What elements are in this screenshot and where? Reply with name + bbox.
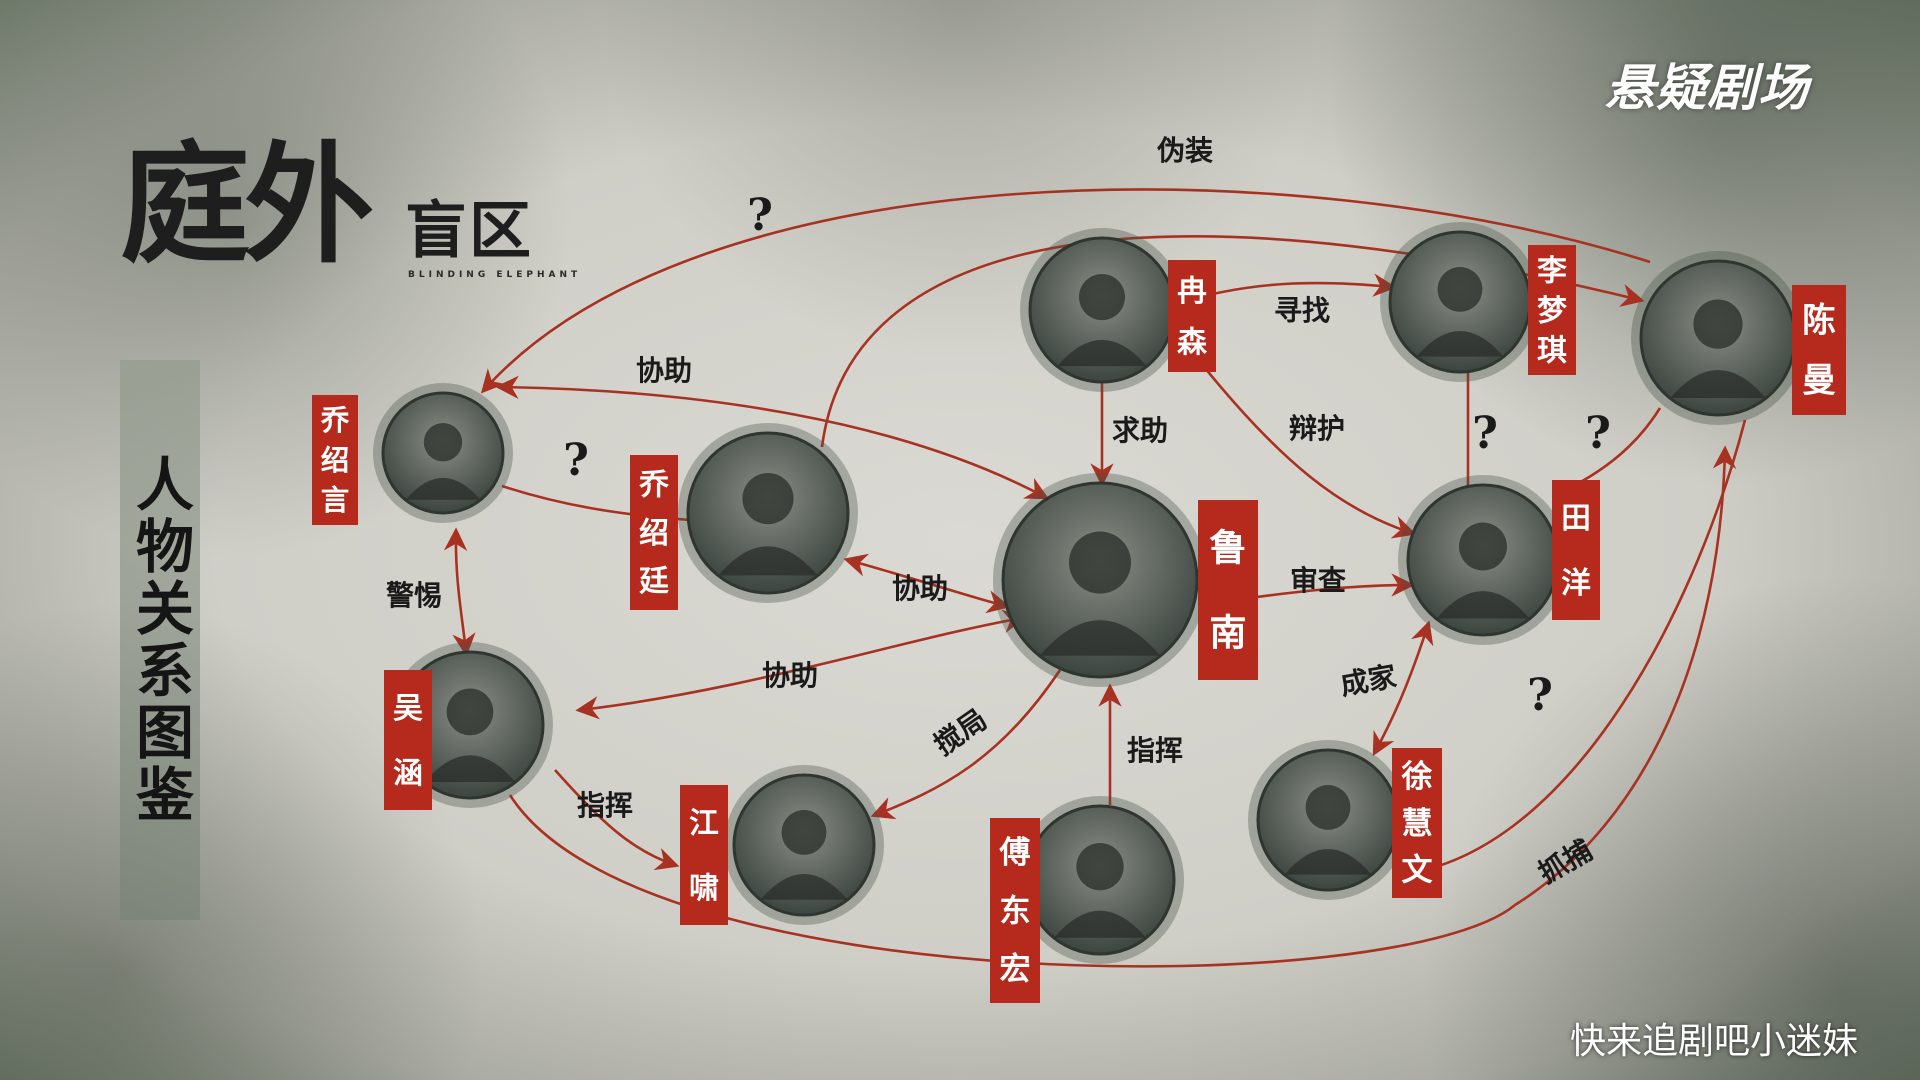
name-tag-text-jiang_xiao: 江啸	[689, 806, 719, 906]
portrait-head-shape	[1437, 267, 1483, 312]
relation-label-qiao_shaoyan-wu_han: 警惕	[386, 579, 442, 612]
name-tag-xu_huiwen	[1392, 748, 1442, 898]
character-node-qiao_shaoyan: 乔绍言	[312, 383, 513, 525]
name-tag-chen_man	[1792, 285, 1846, 415]
portrait-head-shape	[1078, 274, 1126, 321]
portrait-shoulders-shape	[760, 874, 848, 900]
character-node-tian_yang: 田洋	[1398, 475, 1600, 645]
character-node-fu_donghong: 傅东宏	[990, 796, 1184, 1003]
drama-title: 庭外	[120, 128, 374, 281]
drama-subtitle: 盲区	[405, 194, 534, 267]
name-tag-text-lu_nan: 鲁南	[1209, 526, 1246, 655]
portrait-shoulders-shape	[1416, 331, 1504, 357]
relation-label-ran_sen-tian_yang: 辩护	[1289, 412, 1345, 445]
relation-label-qiao_shaoyan-lu_nan: 协助	[636, 354, 692, 387]
portrait-head-shape	[1305, 785, 1351, 830]
character-node-xu_huiwen: 徐慧文	[1248, 740, 1442, 900]
relation-edge-ran_sen-tian_yang	[1203, 367, 1417, 539]
portrait-head-shape	[423, 423, 463, 462]
name-tag-qiao_shaoyan	[312, 395, 358, 525]
portrait-head-shape	[1693, 299, 1743, 349]
name-tag-tian_yang	[1552, 480, 1600, 620]
portrait-shoulders-shape	[718, 546, 818, 576]
portrait-shoulders-shape	[1284, 849, 1372, 875]
relation-label-tian_yang-chen_man: ?	[1585, 408, 1611, 459]
relation-label-qiao_shaoyan-qiao_shaoting: ?	[563, 435, 589, 486]
portrait-head-shape	[1459, 522, 1507, 571]
name-tag-text-fu_donghong: 傅东宏	[999, 835, 1031, 988]
relation-edge-chen_man-qiao_shaoyan	[480, 188, 1651, 394]
character-node-chen_man: 陈曼	[1631, 251, 1846, 425]
relation-edge-lu_nan-jiang_xiao	[870, 669, 1062, 820]
relation-edge-tian_yang-xu_huiwen	[1372, 620, 1434, 757]
relation-label-fu_donghong-lu_nan: 指挥	[1127, 734, 1183, 767]
name-tag-li_mengqi	[1528, 245, 1576, 375]
character-node-ran_sen: 冉森	[1020, 228, 1216, 392]
relation-label-lu_nan-jiang_xiao: 搅局	[928, 703, 993, 762]
relation-label-chen_man-qiao_shaoyan: ?	[747, 190, 773, 241]
portrait-shoulders-shape	[1039, 620, 1161, 656]
relation-label-wu_han-jiang_xiao: 指挥	[577, 789, 633, 822]
relation-label-ran_sen-lu_nan: 求助	[1112, 414, 1168, 447]
name-tag-jiang_xiao	[680, 785, 728, 925]
relation-label-lu_nan-tian_yang: 审查	[1290, 564, 1346, 597]
drama-english-title: BLINDING ELEPHANT	[408, 270, 582, 280]
relation-edge-qiao_shaoyan-wu_han	[443, 527, 476, 657]
portrait-head-shape	[446, 688, 494, 736]
portrait-head-shape	[1076, 843, 1124, 891]
watermark-text: 快来追剧吧小迷妹	[1570, 1021, 1859, 1062]
name-tag-ran_sen	[1168, 260, 1216, 372]
name-tag-text-chen_man: 陈曼	[1802, 301, 1836, 400]
character-node-qiao_shaoting: 乔绍廷	[630, 423, 858, 610]
name-tag-fu_donghong	[990, 818, 1040, 1003]
portrait-shoulders-shape	[1670, 369, 1766, 399]
character-node-li_mengqi: 李梦琪	[1380, 222, 1576, 382]
relation-edge-wu_han-jiang_xiao	[554, 769, 680, 871]
portrait-head-shape	[1068, 531, 1132, 594]
name-tag-qiao_shaoting	[630, 455, 678, 610]
section-title-text: 人物关系图鉴	[126, 454, 194, 826]
relation-label-tian_yang-xu_huiwen: 成家	[1338, 660, 1399, 702]
relation-label-wu_han-chen_man: 抓捕	[1533, 833, 1598, 890]
relation-edge-qiao_shaoyan-lu_nan	[495, 375, 1050, 500]
name-tag-text-wu_han: 吴涵	[393, 691, 423, 791]
portrait-shoulders-shape	[1057, 339, 1147, 367]
character-node-wu_han: 吴涵	[384, 642, 553, 810]
character-nodes: 乔绍言乔绍廷 冉森 李梦琪 陈曼鲁南 田洋吴涵江啸 傅东宏 徐慧文	[312, 222, 1846, 1003]
name-tag-text-xu_huiwen: 徐慧文	[1401, 759, 1433, 888]
relation-label-xu_huiwen-chen_man: ?	[1527, 670, 1553, 721]
name-tag-text-qiao_shaoting: 乔绍廷	[639, 468, 669, 600]
relation-edge-xu_huiwen-chen_man	[1394, 419, 1747, 877]
relation-edge-wu_han-lu_nan	[575, 609, 1027, 720]
relation-label-ran_sen-li_mengqi: 寻找	[1274, 294, 1330, 327]
name-tag-text-ran_sen: 冉森	[1177, 274, 1207, 360]
name-tag-text-li_mengqi: 李梦琪	[1537, 253, 1567, 368]
relation-label-qiao_shaoting-chen_man: 伪装	[1157, 134, 1213, 167]
character-node-jiang_xiao: 江啸	[680, 765, 884, 925]
name-tag-lu_nan	[1198, 500, 1258, 680]
portrait-shoulders-shape	[1436, 591, 1530, 619]
name-tag-wu_han	[384, 670, 432, 810]
relation-label-li_mengqi-tian_yang: ?	[1472, 408, 1498, 459]
portrait-head-shape	[742, 473, 794, 525]
brand-logo: 悬疑剧场	[1605, 59, 1809, 117]
relation-edge-wu_han-chen_man	[508, 445, 1737, 968]
relation-label-qiao_shaoting-lu_nan: 协助	[892, 572, 948, 605]
character-node-lu_nan: 鲁南	[993, 473, 1258, 687]
portrait-shoulders-shape	[424, 755, 516, 782]
name-tag-text-tian_yang: 田洋	[1561, 501, 1591, 601]
relation-edge-qiao_shaoting-lu_nan	[843, 553, 1011, 614]
portrait-shoulders-shape	[405, 477, 481, 500]
relation-label-wu_han-lu_nan: 协助	[762, 659, 818, 692]
portrait-head-shape	[781, 810, 827, 855]
section-title-banner: 人物关系图鉴	[120, 360, 200, 920]
name-tag-text-qiao_shaoyan: 乔绍言	[320, 403, 350, 517]
portrait-shoulders-shape	[1054, 910, 1146, 938]
